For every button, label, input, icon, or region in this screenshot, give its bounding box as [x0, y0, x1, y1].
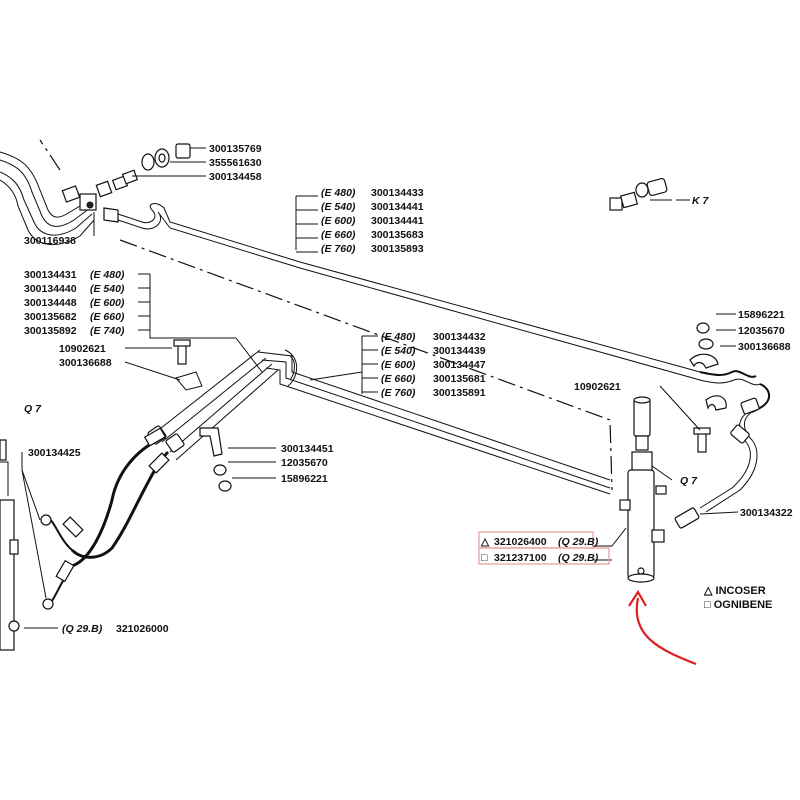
tube-left-part: 300135892	[24, 325, 77, 337]
labels: 300135769 355561630 300134458 300116938 …	[24, 143, 793, 635]
tube-upper-code: (E 480)	[321, 187, 356, 199]
tube-upper-part: 300134441	[371, 201, 424, 213]
tube-upper-part: 300134433	[371, 187, 424, 199]
main-cylinder	[619, 396, 667, 583]
tube-mid-code: (E 480)	[381, 331, 416, 343]
cylinder-ref-triangle: (Q 29.B)	[558, 536, 599, 548]
label-300134322: 300134322	[740, 507, 793, 519]
tube-left-part: 300134448	[24, 297, 77, 309]
tube-upper-part: 300134441	[371, 215, 424, 227]
tube-upper-part: 300135683	[371, 229, 424, 241]
middle-pipes	[155, 349, 611, 495]
highlight-box-321237100	[478, 547, 610, 565]
label-q29b-left: (Q 29.B)	[62, 623, 103, 635]
label-300136688-right: 300136688	[738, 341, 791, 353]
tube-mid-part: 300135891	[433, 387, 486, 399]
tube-mid-code: (E 660)	[381, 373, 416, 385]
tube-mid-code: (E 760)	[381, 387, 416, 399]
long-tube-upper	[117, 203, 761, 386]
label-300136688-left: 300136688	[59, 357, 112, 369]
tube-left-part: 300135682	[24, 311, 77, 323]
tube-upper-code: (E 660)	[321, 229, 356, 241]
tube-mid-part: 300134439	[433, 345, 486, 357]
label-300134451: 300134451	[281, 443, 334, 455]
leader-lines	[21, 147, 739, 629]
cylinder-square-symbol: □	[481, 552, 488, 564]
label-300134458: 300134458	[209, 171, 262, 183]
tube-left-code: (E 740)	[90, 325, 125, 337]
tube-upper-part: 300135893	[371, 243, 424, 255]
label-12035670-mid: 12035670	[281, 457, 328, 469]
label-12035670-right: 12035670	[738, 325, 785, 337]
right-pipes	[674, 383, 770, 529]
left-cylinder	[0, 439, 20, 651]
label-10902621-left: 10902621	[59, 343, 106, 355]
label-15896221-right: 15896221	[738, 309, 785, 321]
left-hoses	[40, 427, 170, 610]
cylinder-triangle-symbol: △	[480, 536, 490, 548]
tube-left-part: 300134440	[24, 283, 77, 295]
label-300116938: 300116938	[24, 235, 76, 247]
label-15896221-mid: 15896221	[281, 473, 328, 485]
tube-mid-part: 300134432	[433, 331, 486, 343]
label-300134425: 300134425	[28, 447, 81, 459]
k7-fittings	[609, 177, 672, 211]
tube-left-code: (E 660)	[90, 311, 125, 323]
axis-lines	[39, 139, 613, 491]
label-300135769: 300135769	[209, 143, 262, 155]
red-arrow	[628, 589, 697, 666]
tube-mid-part: 300135681	[433, 373, 486, 385]
cylinder-ref-square: (Q 29.B)	[558, 552, 599, 564]
tube-left-code: (E 480)	[90, 269, 125, 281]
tube-mid-part: 300134447	[433, 359, 486, 371]
tube-left-list: 300134431 (E 480) 300134440 (E 540) 3001…	[24, 269, 125, 337]
label-355561630: 355561630	[209, 157, 262, 169]
upper-left-pipes	[0, 151, 95, 246]
tube-mid-list: (E 480) 300134432 (E 540) 300134439 (E 6…	[381, 331, 486, 399]
tube-upper-code: (E 600)	[321, 215, 356, 227]
label-10902621-right: 10902621	[574, 381, 621, 393]
legend-incoser: △ INCOSER	[703, 585, 766, 597]
tube-left-code: (E 600)	[90, 297, 125, 309]
right-clamp	[689, 322, 727, 453]
tube-mid-code: (E 600)	[381, 359, 416, 371]
cylinder-part-321237100: 321237100	[494, 552, 547, 564]
tube-upper-code: (E 760)	[321, 243, 356, 255]
tube-upper-code: (E 540)	[321, 201, 356, 213]
label-q7-left: Q 7	[24, 403, 42, 415]
tube-mid-code: (E 540)	[381, 345, 416, 357]
label-q7-right: Q 7	[680, 475, 698, 487]
label-k7: K 7	[692, 195, 710, 207]
tube-upper-list: (E 480) 300134433 (E 540) 300134441 (E 6…	[321, 187, 424, 255]
label-321026000: 321026000	[116, 623, 169, 635]
legend-ognibene: □ OGNIBENE	[704, 599, 772, 611]
upper-left-fittings	[61, 143, 191, 223]
cylinder-part-321026400: 321026400	[494, 536, 547, 548]
tube-left-part: 300134431	[24, 269, 77, 281]
tube-left-code: (E 540)	[90, 283, 125, 295]
